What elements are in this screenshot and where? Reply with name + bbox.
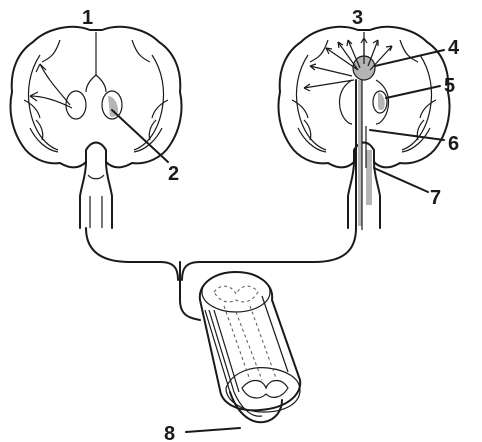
label-3: 3 [352,7,363,29]
label-6: 6 [448,133,459,155]
leader-8 [186,428,240,432]
label-1: 1 [82,7,93,29]
label-2: 2 [168,163,179,185]
label-7: 7 [430,187,441,209]
label-8: 8 [164,423,175,442]
leader-6 [370,130,444,140]
leader-7 [374,168,428,192]
label-4: 4 [448,37,460,59]
right-brain-coronal-section [278,27,449,230]
spinal-cord-segment [200,272,300,422]
left-brain-coronal-section [10,27,181,228]
label-5: 5 [444,75,455,97]
